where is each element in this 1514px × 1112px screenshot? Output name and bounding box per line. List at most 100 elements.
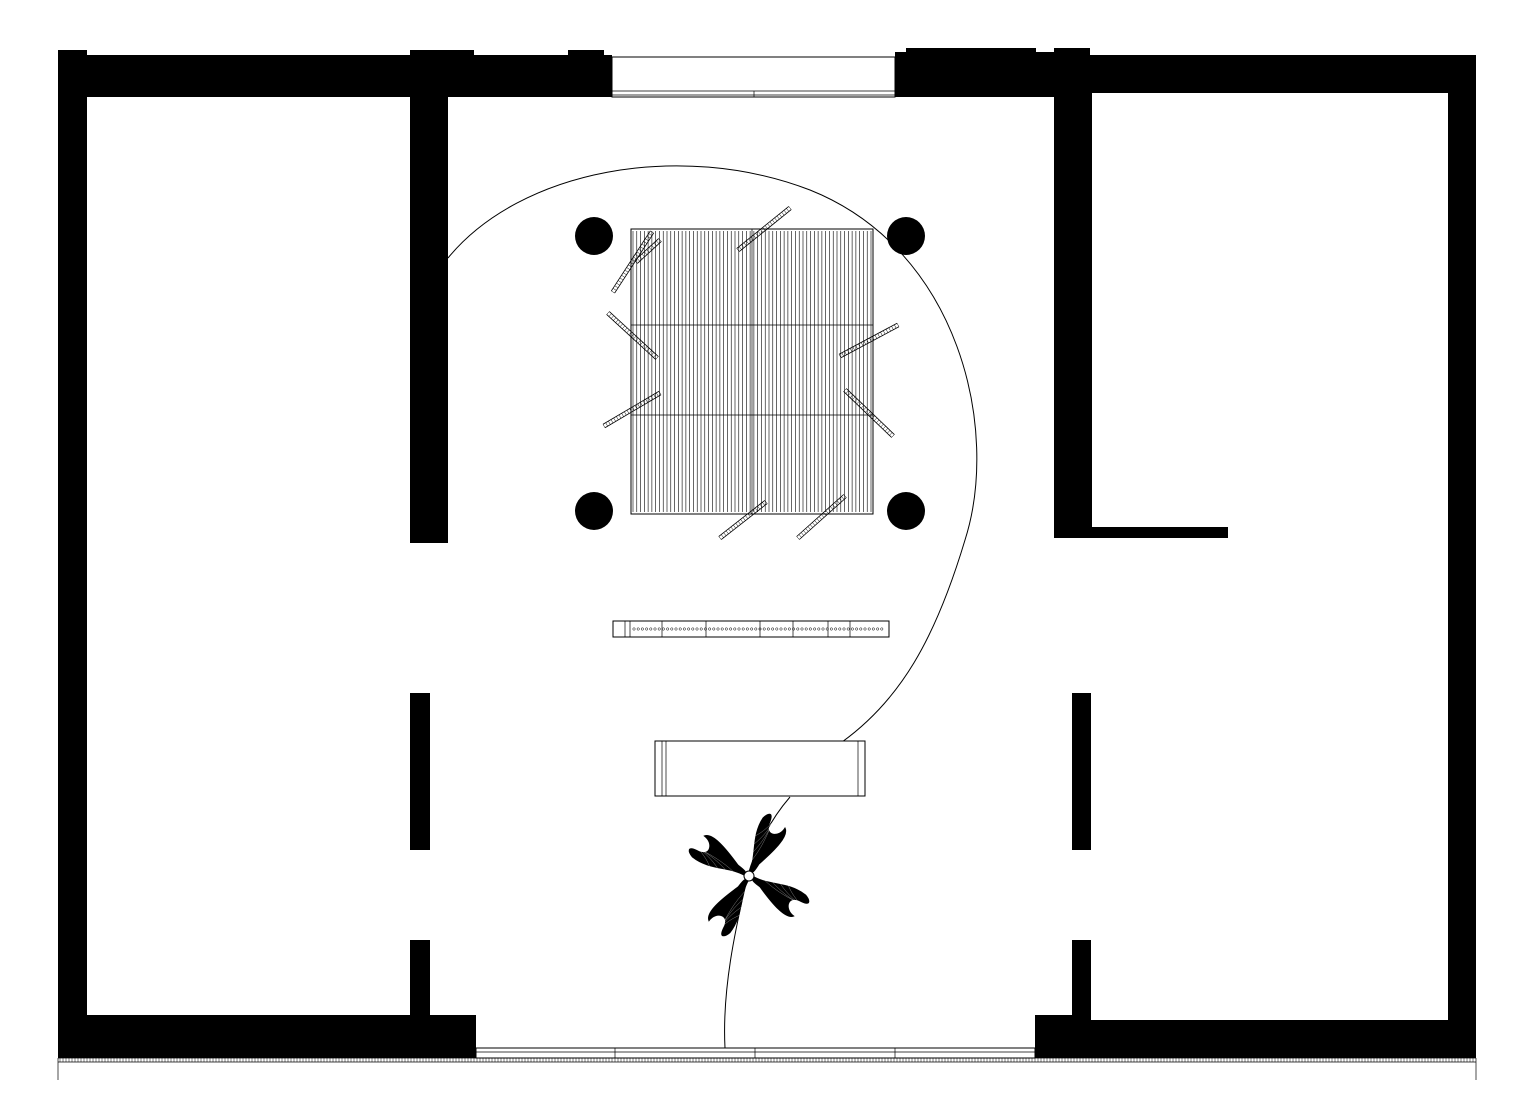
shelf-dot <box>754 627 758 631</box>
top-wall-center-left-cap <box>568 50 604 58</box>
shelf-dot <box>762 627 766 631</box>
shelf-dot <box>695 627 699 631</box>
bracket-strip <box>606 311 659 360</box>
shelf-dot <box>737 627 741 631</box>
bottom-wall-left <box>58 1015 430 1058</box>
bracket-strip <box>634 238 662 264</box>
shelf-dot <box>750 627 754 631</box>
shelf-dot <box>867 627 871 631</box>
shelf-dot <box>640 627 644 631</box>
shelf-dot <box>708 627 712 631</box>
top-wall-left <box>58 55 448 97</box>
shelf-dot <box>850 627 854 631</box>
shelf-dot <box>834 627 838 631</box>
column <box>575 217 613 255</box>
shelf-dot <box>804 627 808 631</box>
outer-wall-right <box>1448 55 1476 1058</box>
shelf-dot <box>800 627 804 631</box>
shelf-dot <box>880 627 884 631</box>
shelf-dot <box>703 627 707 631</box>
shelf-dot <box>829 627 833 631</box>
shelf-dot <box>813 627 817 631</box>
shelf-dot <box>871 627 875 631</box>
shelf-dot <box>771 627 775 631</box>
shelf-dot <box>745 627 749 631</box>
partition-right-upper <box>1054 60 1092 538</box>
shelf-dot <box>808 627 812 631</box>
column <box>887 492 925 530</box>
top-wall-center-right <box>895 52 1055 97</box>
shelf-dot <box>842 627 846 631</box>
column <box>887 217 925 255</box>
sculpture <box>688 813 810 937</box>
partition-right-middle <box>1072 693 1091 850</box>
columns <box>575 217 925 530</box>
bracket-strip <box>602 390 662 429</box>
shelf-dot <box>720 627 724 631</box>
shelf-dot <box>775 627 779 631</box>
shelf-dot <box>674 627 678 631</box>
shelf-dot <box>855 627 859 631</box>
sculpture-blades <box>688 813 810 937</box>
bottom-wall-right <box>1072 1020 1476 1058</box>
partition-left-upper <box>410 60 448 543</box>
shelf-dot <box>691 627 695 631</box>
shelf-dot <box>796 627 800 631</box>
shelf-dot <box>649 627 653 631</box>
shelf-dots <box>632 627 884 631</box>
display-shelf <box>612 620 890 638</box>
bracket-strip <box>843 388 895 438</box>
shelf-dot <box>632 627 636 631</box>
sculpture-blade <box>708 878 750 937</box>
shelf-dot <box>636 627 640 631</box>
shelf-dot <box>876 627 880 631</box>
angled-brackets <box>602 206 900 540</box>
shelf-dot <box>766 627 770 631</box>
shelf-dot <box>712 627 716 631</box>
circulation-path-curve <box>447 165 978 743</box>
shelf-dot <box>783 627 787 631</box>
louvred-canopy <box>630 228 874 515</box>
sculpture-blade <box>751 875 810 917</box>
ground-line <box>57 1057 1477 1080</box>
top-wall-center-right-cap <box>906 48 1036 56</box>
canopy-slats <box>632 231 872 512</box>
bottom-wall-left-jamb <box>410 1015 476 1058</box>
shelf-dot <box>653 627 657 631</box>
shelf-dot <box>678 627 682 631</box>
shelf-dot <box>838 627 842 631</box>
column <box>575 492 613 530</box>
walls <box>58 48 1476 1058</box>
table <box>654 740 866 797</box>
ground-hatch <box>59 1058 1474 1062</box>
top-wall-left-cap <box>410 50 474 60</box>
shelf-dot <box>682 627 686 631</box>
partition-right-stub <box>1054 527 1228 538</box>
top-wall-right-cap <box>1054 48 1090 58</box>
shelf-dot <box>741 627 745 631</box>
shelf-dot <box>821 627 825 631</box>
top-wall-right <box>1054 55 1476 93</box>
shelf-dot <box>670 627 674 631</box>
shelf-dot <box>792 627 796 631</box>
sculpture-hub <box>743 870 755 882</box>
shelf-dot <box>687 627 691 631</box>
shelf-dot <box>733 627 737 631</box>
shelf-dot <box>846 627 850 631</box>
shelf-dot <box>779 627 783 631</box>
bottom-window <box>475 1047 1036 1059</box>
bracket-strip <box>718 500 768 540</box>
outer-wall-left <box>58 50 87 1058</box>
sculpture-blade <box>748 813 787 873</box>
bracket-strip <box>736 206 792 252</box>
shelf-dot <box>859 627 863 631</box>
shelf-dot <box>666 627 670 631</box>
shelf-dot <box>825 627 829 631</box>
shelf-dot <box>657 627 661 631</box>
sculpture-blade <box>688 835 747 877</box>
shelf-dot <box>645 627 649 631</box>
shelf-dot <box>787 627 791 631</box>
bracket-strip <box>838 322 900 359</box>
shelf-dot <box>716 627 720 631</box>
